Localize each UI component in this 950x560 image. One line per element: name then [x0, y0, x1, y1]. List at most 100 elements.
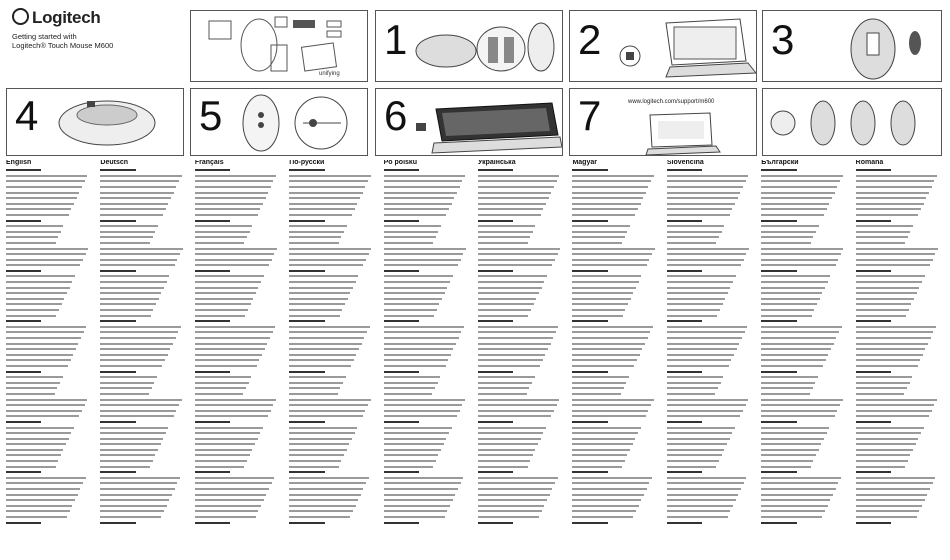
text-line — [572, 225, 630, 228]
text-line — [6, 236, 59, 239]
column-ukrainian: Українська — [478, 160, 566, 556]
text-line — [666, 236, 719, 239]
text-line — [572, 247, 655, 250]
text-line — [289, 504, 356, 507]
text-line — [761, 415, 835, 418]
text-line — [666, 348, 737, 351]
text-line — [194, 264, 270, 267]
text-line — [383, 241, 434, 244]
text-line — [194, 202, 263, 205]
logitech-logo: Logitech — [12, 8, 101, 28]
text-line — [761, 443, 822, 446]
text-line — [478, 370, 514, 373]
text-line — [666, 225, 725, 228]
text-line — [289, 219, 325, 222]
text-line — [478, 281, 545, 284]
text-line — [666, 197, 738, 200]
text-line — [194, 320, 231, 323]
text-line — [572, 353, 640, 356]
text-line — [6, 197, 77, 200]
text-line — [6, 471, 42, 474]
text-line — [761, 309, 815, 312]
text-line — [383, 426, 452, 429]
text-line — [383, 471, 419, 474]
text-line — [572, 236, 625, 239]
text-line — [855, 286, 920, 289]
text-line — [194, 236, 247, 239]
text-line — [194, 185, 271, 188]
text-line — [100, 460, 153, 463]
text-line — [100, 225, 158, 228]
column-romana: Română — [855, 160, 944, 556]
text-line — [383, 387, 435, 390]
text-line — [666, 426, 735, 429]
text-line — [194, 225, 253, 228]
text-line — [478, 314, 529, 317]
text-line — [383, 404, 463, 407]
text-line — [383, 337, 459, 339]
text-line — [478, 387, 530, 390]
text-line — [855, 510, 920, 513]
text-line — [855, 376, 913, 379]
text-line — [761, 454, 817, 457]
text-line — [855, 516, 917, 518]
text-line — [572, 521, 608, 524]
text-line — [6, 281, 73, 284]
text-line — [761, 269, 797, 272]
text-line — [383, 493, 456, 496]
text-line — [100, 398, 182, 401]
text-line — [666, 404, 746, 407]
text-line — [572, 488, 647, 491]
text-line — [855, 359, 921, 362]
text-line — [761, 230, 817, 233]
text-line — [572, 381, 627, 384]
text-line — [478, 510, 542, 513]
text-line — [383, 415, 457, 418]
text-line — [289, 448, 347, 451]
text-line — [194, 359, 260, 362]
text-line — [666, 499, 736, 502]
text-line — [855, 437, 919, 440]
text-line — [855, 499, 925, 502]
text-line — [383, 314, 435, 317]
text-line — [855, 281, 922, 284]
text-line — [194, 331, 273, 334]
text-line — [6, 230, 61, 233]
text-line — [666, 443, 727, 446]
brand-name: Logitech — [32, 8, 101, 27]
text-line — [100, 392, 150, 395]
text-line — [666, 359, 732, 362]
text-line — [478, 460, 531, 463]
text-line — [100, 314, 151, 317]
text-line — [383, 370, 419, 373]
text-line — [194, 437, 258, 440]
text-line — [761, 292, 823, 295]
text-line — [289, 443, 350, 446]
text-line — [855, 504, 922, 507]
lang-heading: Français — [194, 160, 224, 166]
text-line — [478, 185, 555, 188]
panel-step-3: 3 — [762, 10, 942, 82]
text-line — [478, 448, 536, 451]
text-line — [6, 241, 56, 244]
text-line — [855, 241, 906, 244]
text-line — [194, 415, 269, 418]
text-line — [855, 264, 930, 267]
text-line — [194, 342, 268, 345]
text-line — [100, 241, 150, 244]
text-line — [194, 409, 271, 412]
text-line — [855, 320, 892, 323]
text-line — [855, 174, 937, 177]
text-line — [6, 353, 74, 356]
text-line — [6, 297, 65, 300]
text-line — [100, 420, 136, 423]
text-line — [100, 281, 167, 284]
text-line — [100, 197, 172, 200]
text-line — [666, 241, 717, 244]
text-line — [6, 185, 83, 188]
text-line — [6, 303, 62, 306]
text-line — [572, 174, 654, 177]
text-line — [761, 213, 825, 216]
text-line — [194, 443, 255, 446]
text-line — [6, 213, 69, 216]
